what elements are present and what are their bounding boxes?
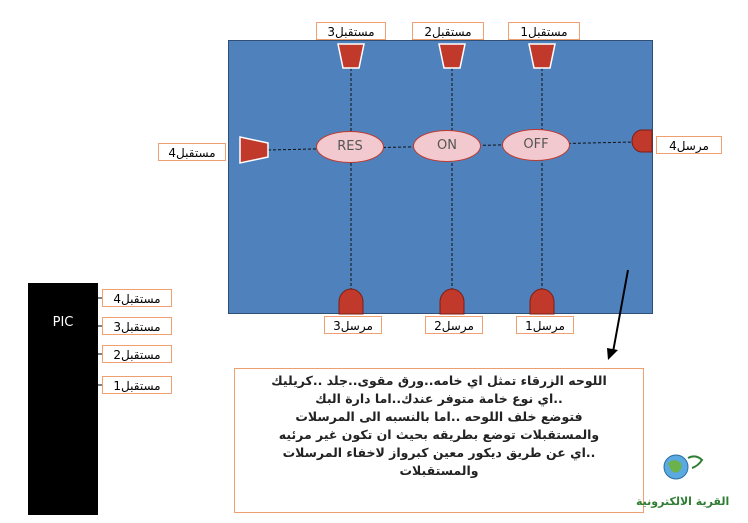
note-line: والمستقبلات توضع بطريقه بحيث ان تكون غير… — [278, 427, 600, 442]
receiver-4-label: مستقبل4 — [158, 143, 226, 161]
blue-panel — [228, 40, 653, 314]
receiver-1-label: مستقبل1 — [508, 22, 580, 40]
note-line: ..اي نوع خامة متوفر عندك..اما دارة البك — [315, 391, 563, 406]
arrow-line — [612, 269, 629, 353]
on-button[interactable]: ON — [413, 130, 481, 162]
note-line: اللوحه الزرقاء تمثل اي خامه..ورق مقوى..ج… — [271, 373, 607, 388]
transmitter-1-label: مرسل1 — [516, 316, 574, 334]
note-line: فتوضع خلف اللوحه ..اما بالنسبه الى المرس… — [295, 409, 583, 424]
note-line: والمستقبلات — [399, 463, 479, 478]
transmitter-3-label: مرسل3 — [324, 316, 382, 334]
pic-label: PIC — [52, 315, 74, 330]
arrow-head — [607, 348, 618, 360]
pic-pin-receiver-3: مستقبل3 — [102, 317, 172, 335]
logo-text: القرية الالكترونية — [636, 495, 730, 508]
transmitter-4-shape — [631, 129, 653, 153]
pic-pin-receiver-2: مستقبل2 — [102, 345, 172, 363]
note-line: ..اي عن طريق ديكور معين كبرواز لاخفاء ال… — [282, 445, 596, 460]
transmitter-3-shape — [338, 288, 364, 315]
transmitter-2-shape — [439, 288, 465, 315]
pic-pin-receiver-4: مستقبل4 — [102, 289, 172, 307]
pic-chip: PIC — [28, 283, 98, 515]
off-button[interactable]: OFF — [502, 129, 570, 161]
receiver-3-label: مستقبل3 — [316, 22, 386, 40]
transmitter-4-label: مرسل4 — [656, 136, 722, 154]
transmitter-2-label: مرسل2 — [425, 316, 483, 334]
receiver-2-shape — [438, 43, 466, 69]
note-box: اللوحه الزرقاء تمثل اي خامه..ورق مقوى..ج… — [234, 368, 644, 513]
receiver-4-shape — [239, 136, 269, 164]
transmitter-1-shape — [529, 288, 555, 315]
receiver-2-label: مستقبل2 — [412, 22, 484, 40]
res-button[interactable]: RES — [316, 131, 384, 163]
receiver-3-shape — [337, 43, 365, 69]
pic-pin-receiver-1: مستقبل1 — [102, 376, 172, 394]
receiver-1-shape — [528, 43, 556, 69]
